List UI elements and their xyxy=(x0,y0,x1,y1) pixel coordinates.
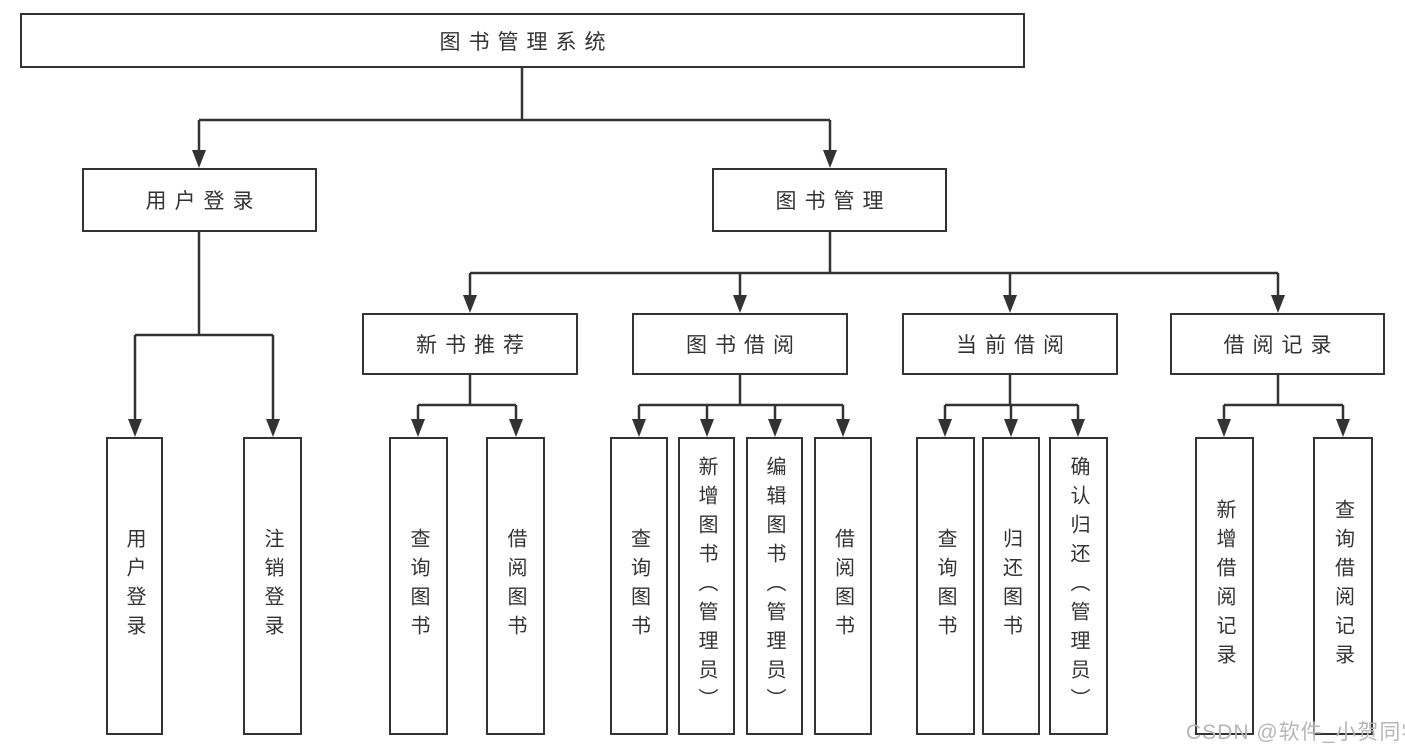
arrow-down-icon xyxy=(836,419,850,437)
arrow-down-icon xyxy=(700,419,714,437)
arrow-down-icon xyxy=(1217,419,1231,437)
arrow-down-icon xyxy=(192,150,206,168)
node-label: 注销登录 xyxy=(261,528,283,644)
leaf-user-login: 用户登录 xyxy=(106,437,163,735)
connector-book-management-to-level3 xyxy=(468,232,1280,297)
leaf-borrow-books-recommend: 借阅图书 xyxy=(486,437,545,735)
arrow-down-icon xyxy=(266,419,280,437)
node-new-book-recommend: 新书推荐 xyxy=(362,313,578,375)
node-label: 用户登录 xyxy=(123,528,145,644)
leaf-confirm-return-admin: 确认归还（管理员） xyxy=(1049,437,1108,735)
leaf-return-books: 归还图书 xyxy=(982,437,1040,735)
connector-user-login-to-leaves xyxy=(133,232,275,421)
leaf-edit-books-admin: 编辑图书（管理员） xyxy=(746,437,803,735)
node-book-management: 图书管理 xyxy=(712,168,947,232)
node-book-borrow: 图书借阅 xyxy=(632,313,848,375)
arrow-down-icon xyxy=(1003,295,1017,313)
node-label: 借阅图书 xyxy=(831,528,854,644)
arrow-down-icon xyxy=(1271,295,1285,313)
arrow-down-icon xyxy=(1071,419,1085,437)
node-label: 图书管理系统 xyxy=(439,30,614,54)
arrow-down-icon xyxy=(411,419,425,437)
connector-borrow-records-to-leaves xyxy=(1222,375,1345,421)
leaf-query-books-borrow: 查询图书 xyxy=(610,437,668,735)
node-current-borrow: 当前借阅 xyxy=(902,313,1118,375)
node-label: 新书推荐 xyxy=(416,334,532,357)
node-label: 新增借阅记录 xyxy=(1213,499,1235,673)
leaf-add-borrow-record: 新增借阅记录 xyxy=(1195,437,1254,735)
node-label: 当前借阅 xyxy=(956,334,1072,357)
node-label: 编辑图书（管理员） xyxy=(763,455,785,717)
node-borrow-records: 借阅记录 xyxy=(1170,313,1385,375)
node-root-library-system: 图书管理系统 xyxy=(20,13,1025,68)
node-label: 图书管理 xyxy=(775,190,892,213)
node-label: 查询图书 xyxy=(627,528,650,644)
node-label: 查询图书 xyxy=(934,528,956,644)
connector-book-borrow-to-leaves xyxy=(637,375,845,421)
node-label: 查询图书 xyxy=(407,528,429,644)
node-label: 用户登录 xyxy=(145,190,262,213)
arrow-down-icon xyxy=(509,419,523,437)
leaf-query-books-current: 查询图书 xyxy=(916,437,975,735)
arrow-down-icon xyxy=(128,419,142,437)
arrow-down-icon xyxy=(1004,419,1018,437)
node-label: 借阅记录 xyxy=(1223,334,1340,357)
connector-new-book-to-leaves xyxy=(416,375,518,421)
connector-current-borrow-to-leaves xyxy=(943,375,1080,421)
node-label: 确认归还（管理员） xyxy=(1067,455,1089,717)
arrow-down-icon xyxy=(463,295,477,313)
arrow-down-icon xyxy=(733,295,747,313)
leaf-query-books-recommend: 查询图书 xyxy=(389,437,448,735)
arrow-down-icon xyxy=(1336,419,1350,437)
node-user-login: 用户登录 xyxy=(82,168,317,232)
arrow-down-icon xyxy=(823,150,837,168)
csdn-watermark: CSDN @软件_小贺同学 xyxy=(1186,721,1405,744)
connector-root-to-level2 xyxy=(197,68,832,152)
arrow-down-icon xyxy=(632,419,646,437)
leaf-logout: 注销登录 xyxy=(243,437,302,735)
node-label: 借阅图书 xyxy=(504,528,526,644)
arrow-down-icon xyxy=(938,419,952,437)
leaf-add-books-admin: 新增图书（管理员） xyxy=(678,437,735,735)
node-label: 新增图书（管理员） xyxy=(695,455,717,717)
node-label: 归还图书 xyxy=(999,528,1022,644)
leaf-borrow-books: 借阅图书 xyxy=(814,437,872,735)
leaf-query-borrow-record: 查询借阅记录 xyxy=(1313,437,1373,735)
node-label: 图书借阅 xyxy=(686,334,802,357)
node-label: 查询借阅记录 xyxy=(1331,499,1354,673)
arrow-down-icon xyxy=(768,419,782,437)
